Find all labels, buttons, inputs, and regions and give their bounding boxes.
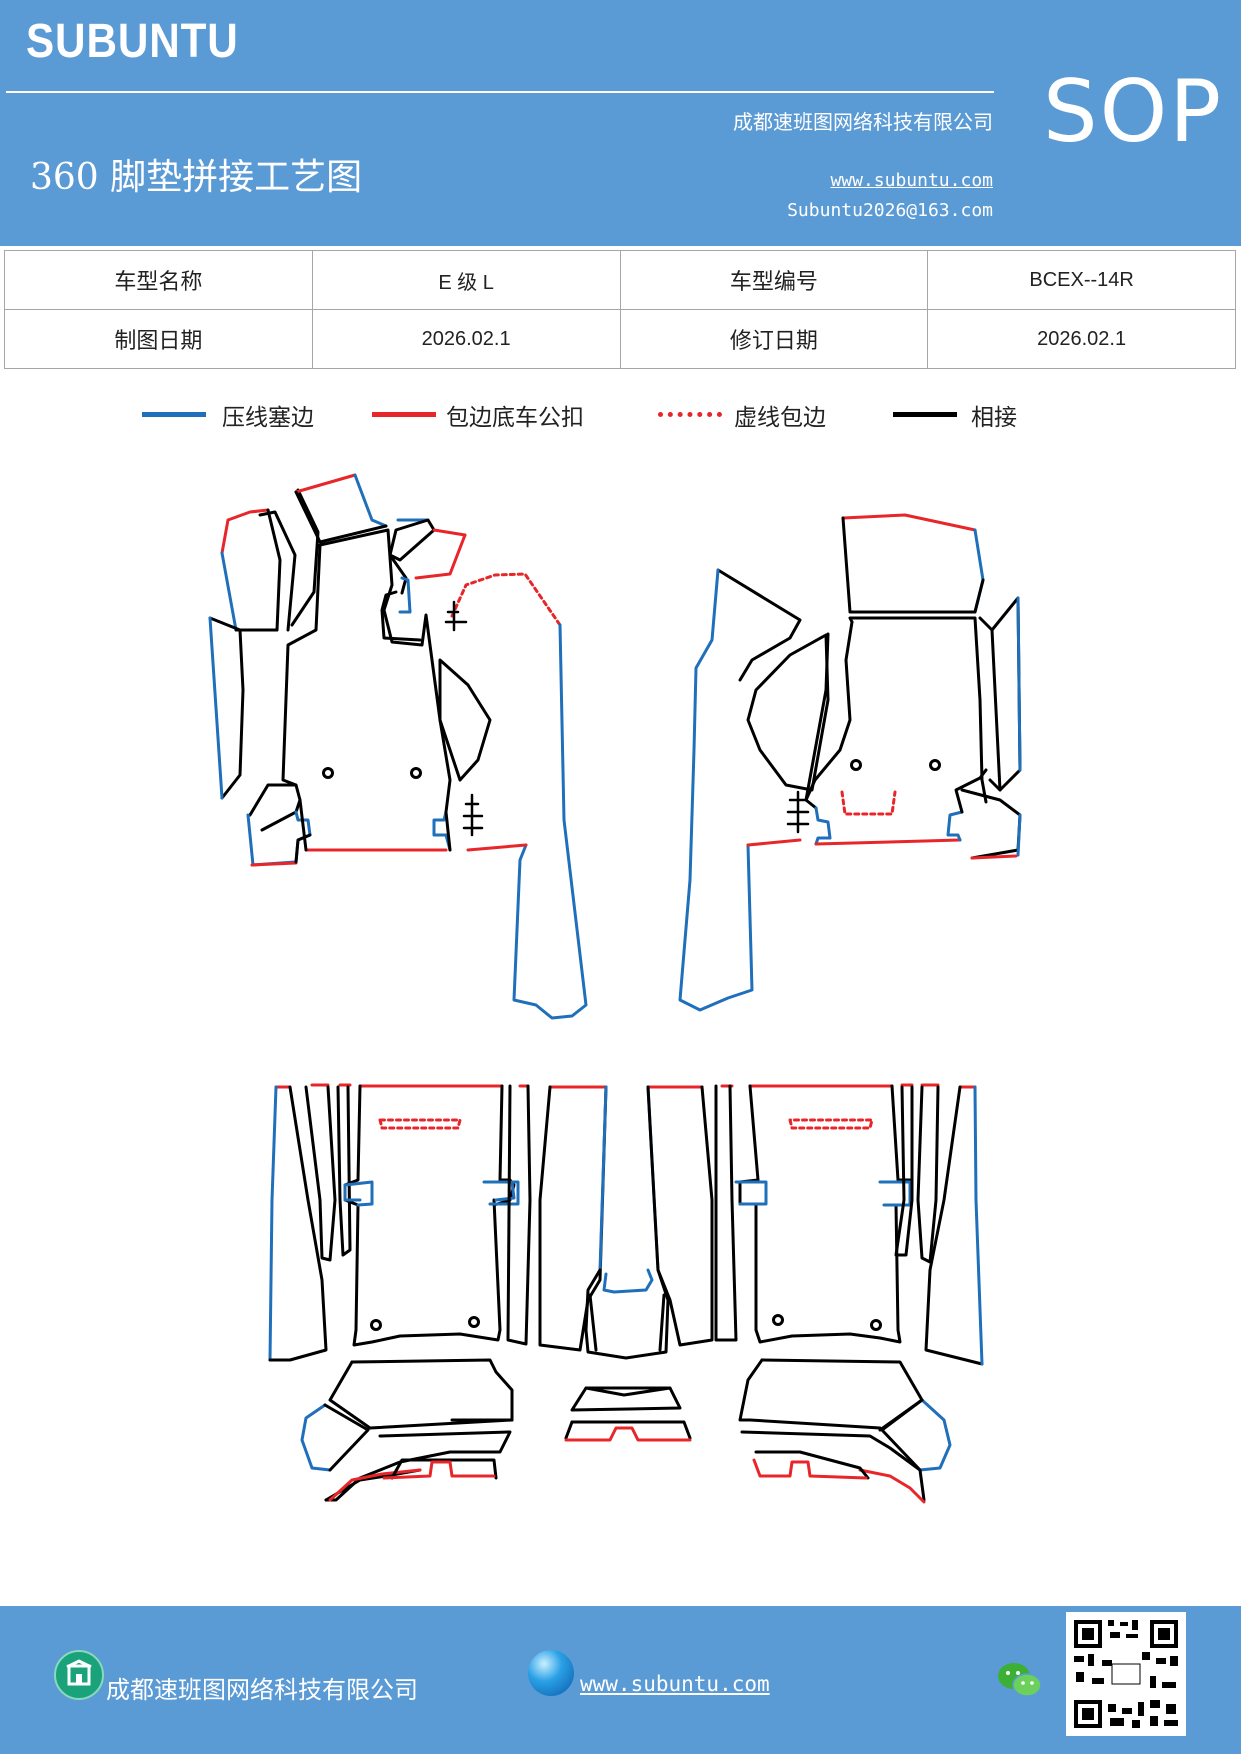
header-banner: SUBUNTU SOP 成都速班图网络科技有限公司 360 脚垫拼接工艺图 ww… [0,0,1241,246]
legend-swatch-red-dotted [658,412,722,417]
value-model-name: E 级 L [311,250,621,310]
info-row-1: 车型名称 E 级 L 车型编号 BCEX--14R [4,250,1236,310]
legend-label: 相接 [971,405,1017,431]
label-draw-date: 制图日期 [4,309,313,369]
front-right-mat [678,513,1022,1012]
header-company-name: 成都速班图网络科技有限公司 [733,110,993,134]
sop-badge: SOP [1043,62,1224,162]
footer-website-link[interactable]: www.subuntu.com [580,1672,770,1696]
globe-icon [528,1650,574,1696]
legend-swatch-red [372,412,436,417]
label-model-code: 车型编号 [619,250,929,310]
wechat-icon[interactable] [996,1658,1044,1702]
header-email[interactable]: Subuntu2026@163.com [787,200,993,221]
value-model-code: BCEX--14R [927,250,1236,310]
brand-logo: SUBUNTU [26,15,239,68]
building-icon [54,1650,104,1700]
footer-banner: 成都速班图网络科技有限公司 www.subuntu.com [0,1606,1241,1754]
footer-company-name: 成都速班图网络科技有限公司 [106,1676,418,1704]
value-draw-date: 2026.02.1 [311,309,621,369]
legend-label: 包边底车公扣 [446,405,584,431]
label-revision-date: 修订日期 [619,309,929,369]
front-left-mat [208,473,588,1020]
qr-code[interactable] [1066,1612,1186,1736]
legend-label: 压线塞边 [222,405,314,431]
rear-mat-set [268,1083,984,1504]
info-row-2: 制图日期 2026.02.1 修订日期 2026.02.1 [4,309,1236,369]
legend-swatch-blue [142,412,206,417]
legend: 压线塞边 包边底车公扣 虚线包边 相接 [0,398,1241,438]
page-title: 360 脚垫拼接工艺图 [30,157,363,198]
info-table: 车型名称 E 级 L 车型编号 BCEX--14R 制图日期 2026.02.1… [4,250,1236,369]
value-revision-date: 2026.02.1 [927,309,1236,369]
header-website-link[interactable]: www.subuntu.com [830,170,993,191]
label-model-name: 车型名称 [4,250,313,310]
legend-label: 虚线包边 [734,405,826,431]
header-divider [6,91,994,93]
legend-swatch-black [893,412,957,417]
